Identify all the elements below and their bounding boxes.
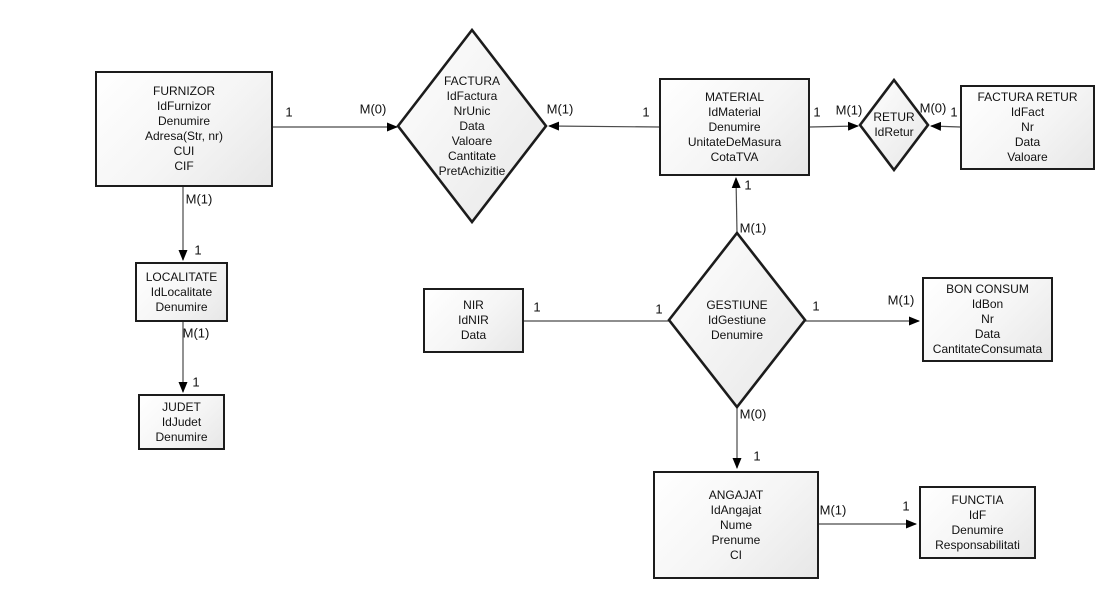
cardinality-retur-left: M(1) <box>835 102 863 118</box>
connector-material-retur <box>809 121 859 131</box>
entity-attribute: Denumire <box>155 429 208 444</box>
cardinality-facturaretur-side: 1 <box>950 104 958 120</box>
entity-attribute: UnitateDeMasura <box>687 134 782 149</box>
entity-attribute: IdNIR <box>458 313 489 327</box>
entity-attribute: IdFurnizor <box>156 99 212 113</box>
cardinality-furnizor-bottom: M(1) <box>185 191 213 207</box>
entity-attribute: Nume <box>719 517 752 532</box>
entity-attribute: IdAngajat <box>710 502 762 517</box>
entity-attribute: IdLocalitate <box>150 284 213 299</box>
connector-material-factura <box>548 121 660 131</box>
entity-title: FUNCTIA <box>951 492 1004 507</box>
entity-bon-consum: BON CONSUM IdBon Nr Data CantitateConsum… <box>922 277 1053 362</box>
entity-attribute: IdMaterial <box>708 104 761 119</box>
entity-attribute: CUI <box>173 144 195 158</box>
entity-attribute: CI <box>730 547 742 562</box>
entity-title: MATERIAL <box>704 89 765 104</box>
entity-attribute: Data <box>460 328 487 342</box>
cardinality-material-bottom: 1 <box>744 177 752 193</box>
entity-title: FACTURA RETUR <box>977 90 1078 104</box>
cardinality-gestiune-left: 1 <box>655 301 663 317</box>
entity-attribute: IdBon <box>971 297 1004 311</box>
entity-attribute: Denumire <box>157 114 211 128</box>
cardinality-judet-top: 1 <box>192 374 200 390</box>
entity-functia: FUNCTIA IdF Denumire Responsabilitati <box>919 486 1036 559</box>
entity-attribute: IdF <box>968 507 987 522</box>
entity-attribute: Responsabilitati <box>935 537 1020 552</box>
entity-title: FURNIZOR <box>153 84 215 98</box>
cardinality-localitate-top: 1 <box>194 242 202 258</box>
entity-attribute: Data <box>974 327 1001 341</box>
entity-title: ANGAJAT <box>708 487 764 502</box>
entity-attribute: Denumire <box>951 522 1004 537</box>
cardinality-material-left: 1 <box>642 104 650 120</box>
entity-attribute: CantitateConsumata <box>932 342 1043 356</box>
entity-localitate: LOCALITATE IdLocalitate Denumire <box>135 262 228 322</box>
cardinality-gestiune-bottom: M(0) <box>739 406 767 422</box>
cardinality-nir-side: 1 <box>533 299 541 315</box>
connector-facturaretur-retur <box>930 121 961 131</box>
cardinality-bonconsum-side: M(1) <box>887 292 915 308</box>
cardinality-factura-left: M(0) <box>359 101 387 117</box>
relationship-retur-shape <box>858 77 930 173</box>
entity-attribute: IdFact <box>1010 105 1045 119</box>
connector-gestiune-material <box>731 177 741 234</box>
entity-angajat: ANGAJAT IdAngajat Nume Prenume CI <box>653 471 819 579</box>
entity-judet: JUDET IdJudet Denumire <box>138 394 225 450</box>
relationship-factura-shape <box>396 27 548 225</box>
entity-nir: NIR IdNIR Data <box>423 288 524 353</box>
relationship-gestiune-shape <box>667 230 807 410</box>
entity-attribute: Valoare <box>1007 150 1048 164</box>
cardinality-retur-right: M(0) <box>919 100 947 116</box>
entity-title: LOCALITATE <box>145 269 218 284</box>
entity-title: BON CONSUM <box>946 282 1029 296</box>
cardinality-angajat-right: M(1) <box>819 502 847 518</box>
entity-attribute: Data <box>1014 135 1041 149</box>
entity-title: NIR <box>463 298 484 312</box>
entity-attribute: Nr <box>981 312 994 326</box>
entity-furnizor: FURNIZOR IdFurnizor Denumire Adresa(Str,… <box>95 71 273 187</box>
entity-attribute: Adresa(Str, nr) <box>144 129 224 143</box>
entity-attribute: Nr <box>1021 120 1034 134</box>
entity-factura-retur: FACTURA RETUR IdFact Nr Data Valoare <box>960 85 1095 170</box>
entity-title: JUDET <box>162 399 201 414</box>
cardinality-material-right: 1 <box>813 104 821 120</box>
entity-attribute: Denumire <box>708 119 761 134</box>
cardinality-gestiune-right: 1 <box>812 298 820 314</box>
cardinality-localitate-bottom: M(1) <box>182 325 210 341</box>
entity-material: MATERIAL IdMaterial Denumire UnitateDeMa… <box>659 78 810 176</box>
cardinality-functia-side: 1 <box>902 498 910 514</box>
entity-attribute: Denumire <box>155 299 208 314</box>
cardinality-factura-right: M(1) <box>546 101 574 117</box>
entity-attribute: CotaTVA <box>710 149 759 164</box>
cardinality-angajat-top: 1 <box>753 448 761 464</box>
cardinality-furnizor-side: 1 <box>285 104 293 120</box>
entity-attribute: CIF <box>174 159 194 173</box>
cardinality-gestiune-top: M(1) <box>739 220 767 236</box>
entity-attribute: IdJudet <box>161 414 202 429</box>
entity-attribute: Prenume <box>711 532 761 547</box>
